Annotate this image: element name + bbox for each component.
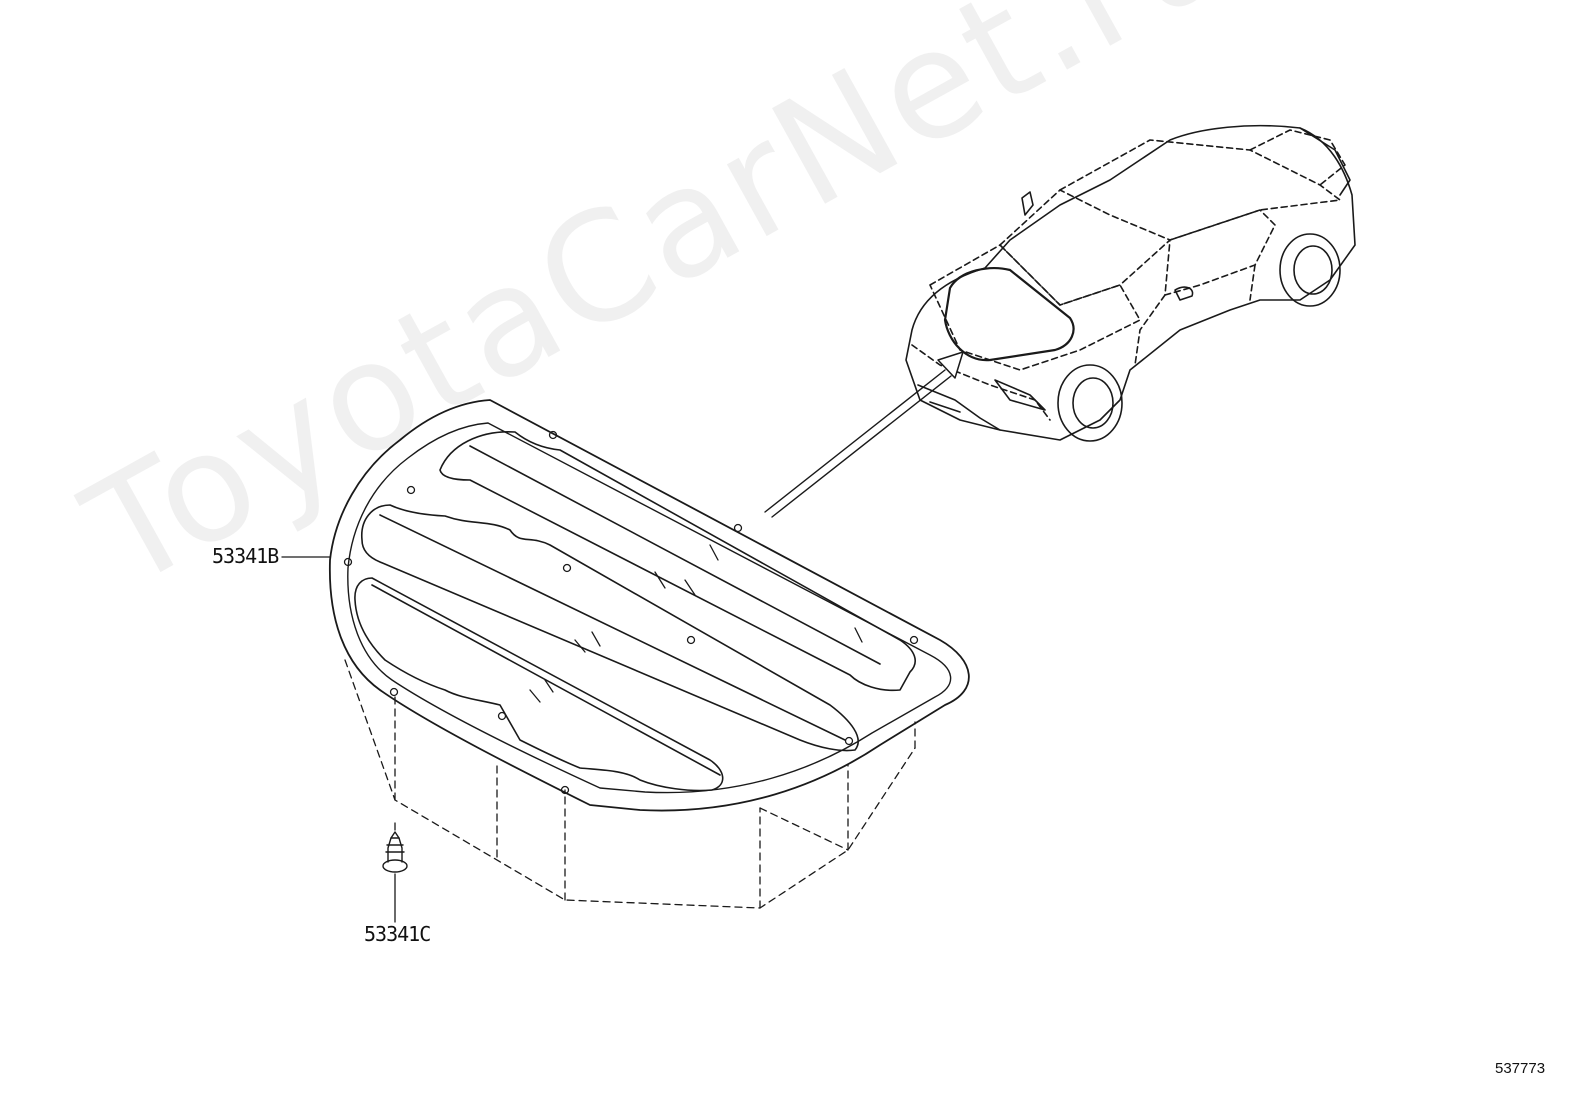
car-headlight xyxy=(994,379,1046,411)
car-rear-wheel-outer xyxy=(1279,233,1341,307)
car-door-line xyxy=(1134,264,1256,366)
car-roof-line xyxy=(1059,139,1341,241)
car-front-wheel-outer xyxy=(1057,364,1123,442)
insulator-inner-rim xyxy=(347,422,952,794)
car-rear-wheel-inner xyxy=(1293,245,1333,295)
insulator-pad-top xyxy=(439,431,916,692)
car-front-intake xyxy=(917,384,1001,431)
car-insulator-location xyxy=(943,267,1075,362)
car-front-bumper xyxy=(911,344,1051,421)
projection-lines xyxy=(344,659,916,909)
car-rear-mirror xyxy=(1174,286,1194,301)
reference-number: 537773 xyxy=(1495,1060,1546,1077)
car-front-wheel-inner xyxy=(1072,377,1114,429)
car-side-mirror xyxy=(1021,191,1034,216)
insulator-pad-bottom xyxy=(354,577,724,792)
insulator-pad-bottom-ridge xyxy=(371,584,721,776)
insulator-pad-middle-ridge xyxy=(379,514,846,741)
leader-lines xyxy=(281,556,396,923)
hood-insulator-part xyxy=(328,399,970,812)
car-rear-window xyxy=(1249,129,1346,186)
car-body-outline xyxy=(905,124,1356,441)
car-windshield xyxy=(999,189,1171,306)
part-label-53341c[interactable]: 53341C xyxy=(364,922,431,946)
car-hood-outline xyxy=(929,244,1141,371)
part-label-53341b[interactable]: 53341B xyxy=(212,544,279,568)
insulator-outer-edge xyxy=(328,399,970,812)
clip-part xyxy=(382,831,408,873)
car-rear-spoiler xyxy=(1299,127,1351,196)
insulator-pad-top-ridge xyxy=(469,445,881,665)
insulator-cross-dashes xyxy=(529,544,863,703)
location-arrow xyxy=(764,351,964,518)
insulator-mounting-holes xyxy=(343,430,919,795)
car-illustration xyxy=(905,124,1356,442)
car-side-window xyxy=(1164,209,1276,296)
insulator-pad-middle xyxy=(361,504,859,752)
